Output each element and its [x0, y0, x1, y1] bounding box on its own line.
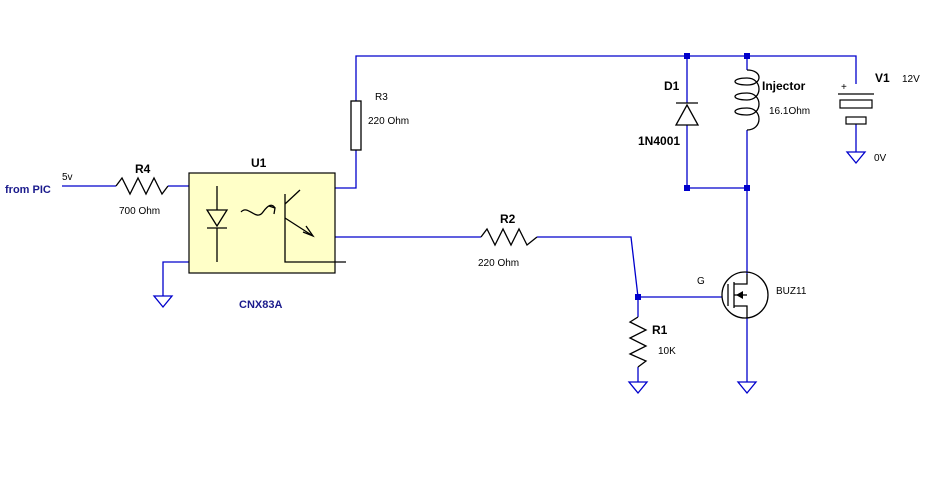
gate-label: G — [697, 276, 705, 287]
injector-coil-icon — [734, 69, 760, 131]
injector-name: Injector — [762, 79, 806, 93]
diode-icon — [674, 103, 700, 126]
diode-d1 — [674, 102, 700, 126]
injector-value: 16.1Ohm — [769, 106, 810, 117]
labels: from PIC 5v R4 700 Ohm U1 CNX83A R3 220 … — [5, 71, 920, 357]
input-voltage-label: 5v — [62, 172, 73, 183]
junction-dot — [635, 294, 641, 300]
resistor-r2 — [480, 227, 538, 247]
battery-cell — [839, 99, 873, 109]
emitter-arrow-icon — [302, 225, 315, 238]
r4-name: R4 — [135, 162, 151, 176]
ground-icon — [736, 381, 758, 395]
mosfet-buz11 — [721, 271, 769, 319]
r3-name: R3 — [375, 92, 388, 103]
ground-icon — [152, 295, 174, 309]
ground-icon — [845, 151, 867, 165]
r4-value: 700 Ohm — [119, 206, 160, 217]
light-arrowhead-icon — [268, 205, 276, 215]
mosfet-body — [721, 271, 769, 319]
mosfet-part-number: BUZ11 — [776, 286, 807, 297]
battery-cell — [845, 116, 867, 125]
r1-name: R1 — [652, 323, 668, 337]
junction-dot — [684, 53, 690, 59]
wire-r2-to-gate-node — [537, 236, 639, 298]
ground-symbols — [152, 151, 867, 395]
junction-dot — [684, 185, 690, 191]
v1-name: V1 — [875, 71, 890, 85]
v1-ground-label: 0V — [874, 153, 887, 164]
resistor-r4 — [115, 176, 169, 196]
phototransistor-emitter — [284, 217, 314, 237]
optocoupler-body — [188, 172, 336, 274]
light-coupling-icon — [240, 204, 276, 216]
mosfet-source-lead — [734, 305, 748, 318]
r3-value: 220 Ohm — [368, 116, 409, 127]
led-icon — [205, 209, 229, 228]
d1-name: D1 — [664, 79, 680, 93]
resistor-r3 — [350, 100, 362, 151]
u1-part-number: CNX83A — [239, 299, 282, 311]
battery-v1: + — [838, 82, 874, 125]
wire-r3-to-supply — [355, 55, 857, 101]
r1-value: 10K — [658, 346, 676, 357]
wires — [62, 55, 857, 382]
mosfet-arrow-icon — [736, 291, 743, 299]
r2-value: 220 Ohm — [478, 258, 519, 269]
resistor-r1 — [628, 316, 648, 368]
r2-name: R2 — [500, 212, 516, 226]
junction-dot — [744, 53, 750, 59]
u1-name: U1 — [251, 156, 267, 170]
input-net-label: from PIC — [5, 184, 51, 196]
phototransistor-collector — [284, 189, 301, 205]
optocoupler-u1 — [188, 172, 346, 274]
ground-icon — [627, 381, 649, 395]
optocoupler-internal-lead — [284, 228, 346, 263]
junction-dot — [744, 185, 750, 191]
v1-value: 12V — [902, 74, 920, 85]
battery-plus: + — [841, 82, 847, 93]
junctions — [635, 53, 750, 300]
mosfet-drain-lead — [734, 274, 748, 285]
d1-part-number: 1N4001 — [638, 134, 680, 148]
